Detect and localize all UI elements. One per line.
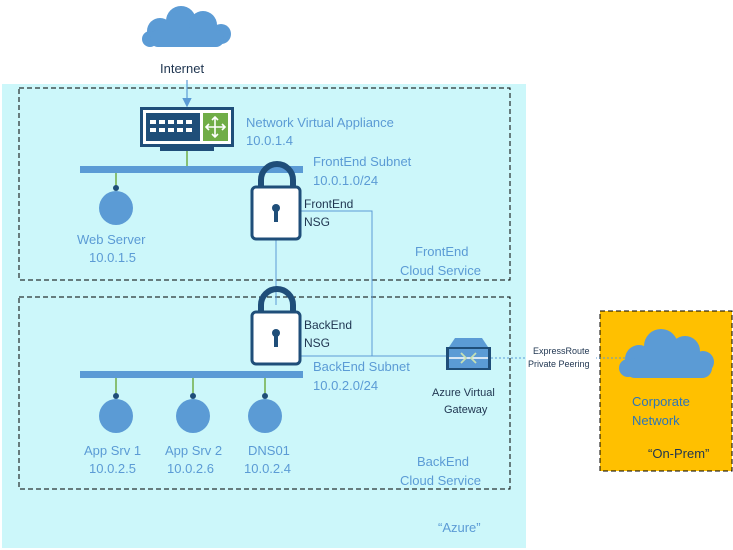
app-srv-2-label: App Srv 2 [165,443,222,458]
expressroute-label-1: ExpressRoute [533,346,590,356]
frontend-nsg-to-gateway-line [300,210,446,357]
frontend-nsg-label-2: NSG [304,215,330,229]
nva-ip: 10.0.1.4 [246,133,293,148]
expressroute-label-2: Private Peering [528,359,590,369]
backend-subnet-cidr: 10.0.2.0/24 [313,378,378,393]
on-prem-label: “On-Prem” [648,446,709,461]
frontend-subnet-label: FrontEnd Subnet [313,154,412,169]
corporate-network-label-1: Corporate [632,394,690,409]
expressroute-label-bg [526,342,596,372]
app-srv-1-label: App Srv 1 [84,443,141,458]
nva-label: Network Virtual Appliance [246,115,394,130]
frontend-subnet-cidr: 10.0.1.0/24 [313,173,378,188]
backend-nsg-lock-icon [250,286,302,366]
frontend-cloud-service-label-1: FrontEnd [415,244,468,259]
gateway-label-1: Azure Virtual [432,387,495,399]
frontend-nsg-lock-icon [250,161,302,241]
corporate-network-cloud-icon [619,329,714,378]
backend-subnet-bar [80,371,303,378]
azure-region-label: “Azure” [438,520,481,535]
corporate-network-label-2: Network [632,413,680,428]
backend-cloud-service-label-1: BackEnd [417,454,469,469]
gateway-label-2: Gateway [444,404,488,416]
dns01-icon [248,393,282,433]
frontend-subnet-bar [80,166,303,173]
web-server-icon [99,185,133,225]
backend-nsg-label-1: BackEnd [304,318,352,332]
backend-cloud-service-box [18,296,511,490]
dns01-label: DNS01 [248,443,290,458]
azure-virtual-gateway-icon [446,338,491,370]
app-srv-1-icon [99,393,133,433]
dns01-ip: 10.0.2.4 [244,461,291,476]
app-srv-2-icon [176,393,210,433]
nva-appliance-icon [140,107,234,151]
backend-subnet-label: BackEnd Subnet [313,359,410,374]
backend-cloud-service-label-2: Cloud Service [400,473,481,488]
web-server-ip: 10.0.1.5 [89,250,136,265]
backend-nsg-label-2: NSG [304,336,330,350]
app-srv-2-ip: 10.0.2.6 [167,461,214,476]
frontend-cloud-service-label-2: Cloud Service [400,263,481,278]
frontend-nsg-label-1: FrontEnd [304,197,353,211]
app-srv-1-ip: 10.0.2.5 [89,461,136,476]
internet-label: Internet [160,61,204,76]
web-server-label: Web Server [77,232,146,247]
internet-cloud-icon [142,6,231,47]
frontend-cloud-service-box [18,87,511,281]
